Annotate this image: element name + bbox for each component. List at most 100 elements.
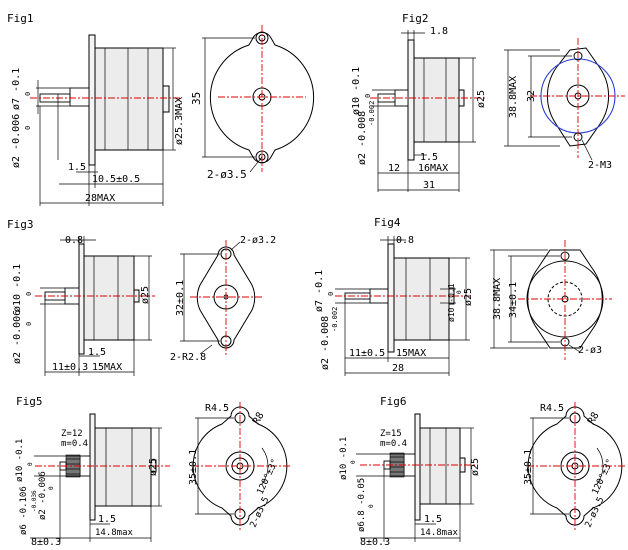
fig5-holes: 2-ø3.5 xyxy=(249,496,272,530)
fig5-r-outer: R4.5 xyxy=(205,403,229,414)
fig2-label: Fig2 xyxy=(402,12,429,25)
fig6-holes: 2-ø3.5 xyxy=(584,496,607,530)
fig5-gear-m: m=0.4 xyxy=(61,439,88,449)
fig4-total-len: 28 xyxy=(392,363,404,374)
fig4-front-view: 38.8MAX 34±0.1 2-ø3 xyxy=(490,240,612,360)
fig3-body-dia: ø25 xyxy=(140,286,151,304)
fig1-boss xyxy=(69,87,90,107)
svg-text:0: 0 xyxy=(456,290,463,294)
fig4-flange xyxy=(387,243,395,353)
fig1: Fig1 ø7 -0.1 0 ø2 -0.006 0 ø25.3MA xyxy=(7,12,315,206)
fig4-body xyxy=(393,257,450,341)
fig6-gear-dia: ø6.8 -0.05 xyxy=(357,478,367,532)
fig6-flange xyxy=(414,413,421,521)
fig6-gear-m: m=0.4 xyxy=(380,439,407,449)
svg-text:-0.036: -0.036 xyxy=(31,490,38,512)
fig6-flange-thk: 1.5 xyxy=(424,514,442,525)
fig2-side-view: 1.8 ø10 -0.1 0 ø2 -0.008 -0.002 ø25 1.5 … xyxy=(351,26,487,192)
fig5-body-dia: ø25 xyxy=(148,458,159,476)
fig3-boss-dia: ø10 -0.1 xyxy=(12,264,23,312)
fig2-front-view: 38.8MAX 32 2-M3 xyxy=(504,38,625,171)
fig4-height-max: 38.8MAX xyxy=(492,278,503,320)
svg-text:0: 0 xyxy=(24,92,32,96)
fig5-height: 35±0.1 xyxy=(188,449,199,485)
fig1-body xyxy=(94,47,164,151)
fig2-shaft-len: 12 xyxy=(388,163,400,174)
fig2-boss-dia: ø10 -0.1 xyxy=(351,67,362,115)
fig1-flange xyxy=(88,34,96,166)
fig3-radius: 2-R2.8 xyxy=(170,352,206,363)
svg-text:0: 0 xyxy=(368,504,375,508)
svg-text:-0.002: -0.002 xyxy=(331,307,339,332)
fig6-body-dia: ø25 xyxy=(470,458,481,476)
fig2-total-len: 31 xyxy=(423,180,435,191)
fig4-body-dia: ø25 xyxy=(463,288,474,306)
fig1-shaft-len: 10.5±0.5 xyxy=(92,174,140,185)
fig6-angle: 120°±3° xyxy=(591,458,616,497)
fig5-flange xyxy=(89,413,96,521)
fig5-shaft-len: 8±0.3 xyxy=(31,537,61,548)
fig3-body-len: 15MAX xyxy=(92,362,122,373)
fig6-gear-z: Z=15 xyxy=(380,429,402,439)
fig1-boss-dia: ø7 -0.1 xyxy=(11,68,22,110)
fig6-shaft-len: 8±0.3 xyxy=(360,537,390,548)
fig2-height-max: 38.8MAX xyxy=(508,76,519,118)
fig4-inner-dia: ø10 -0.1 xyxy=(447,283,456,322)
fig5-body-len: 14.8max xyxy=(95,528,134,538)
fig3-shaft-dia: ø2 -0.006 xyxy=(12,310,23,364)
fig1-front-view: 35 2-ø3.5 xyxy=(190,25,315,181)
fig5-shaft-dia: ø2 -0.006 xyxy=(38,471,48,520)
fig1-side-view: ø7 -0.1 0 ø2 -0.006 0 ø25.3MAX 1.5 10.5±… xyxy=(11,34,185,206)
fig5: Fig5 Z=12 m=0.4 ø10 -0.1 0 ø6 -0.106 -0.… xyxy=(15,395,290,548)
fig4-label: Fig4 xyxy=(374,216,401,229)
fig2-flange-outline xyxy=(546,47,610,147)
fig2-body-dia: ø25 xyxy=(476,90,487,108)
fig4-shaft-dia: ø2 -0.008 xyxy=(320,316,331,370)
fig5-front-view: 35±0.1 R4.5 R8 120°±3° 2-ø3.5 xyxy=(188,402,290,530)
fig6-flange-outline xyxy=(527,406,623,526)
fig4-body-len: 15MAX xyxy=(396,348,426,359)
fig3-label: Fig3 xyxy=(7,218,34,231)
fig3-height: 32±0.1 xyxy=(175,280,186,316)
fig3-side-view: 0.8 ø10 -0.1 0 ø2 -0.006 0 ø25 1.5 11±0.… xyxy=(12,235,155,376)
svg-text:0: 0 xyxy=(364,94,372,98)
fig6: Fig6 Z=15 m=0.4 ø10 -0.1 0 ø6.8 -0.05 0 xyxy=(339,395,625,548)
svg-text:-0.002: -0.002 xyxy=(368,101,376,126)
fig3-shaft-len: 11±0.3 xyxy=(52,362,88,373)
fig4-shaft-len: 11±0.5 xyxy=(349,348,385,359)
fig3-flange xyxy=(78,243,85,355)
fig3-flange-thk: 1.5 xyxy=(88,347,106,358)
fig2-flange-thk: 1.5 xyxy=(420,152,438,163)
fig6-r-outer: R4.5 xyxy=(540,403,564,414)
fig3-body xyxy=(83,255,135,341)
fig5-body xyxy=(94,427,152,507)
fig1-shaft-dia: ø2 -0.006 xyxy=(11,114,22,168)
fig4-top: 0.8 xyxy=(396,235,414,246)
fig1-flange-thk: 1.5 xyxy=(68,162,86,173)
fig6-r-hole: R8 xyxy=(586,411,602,427)
svg-text:0: 0 xyxy=(24,126,32,130)
fig6-side-view: Z=15 m=0.4 ø10 -0.1 0 ø6.8 -0.05 0 ø25 1… xyxy=(339,413,481,548)
fig5-angle: 120°±3° xyxy=(256,458,281,497)
fig1-flange-outline xyxy=(209,31,315,164)
fig5-flange-outline xyxy=(192,406,288,526)
fig4-height: 34±0.1 xyxy=(508,282,519,318)
fig5-gear-z: Z=12 xyxy=(61,429,83,439)
fig5-gear-dia: ø6 -0.106 xyxy=(19,486,29,535)
fig1-total-len: 28MAX xyxy=(85,193,115,204)
fig5-side-view: Z=12 m=0.4 ø10 -0.1 0 ø6 -0.106 -0.036 ø… xyxy=(15,413,170,548)
svg-text:0: 0 xyxy=(25,292,33,296)
fig2-top: 1.8 xyxy=(430,26,448,37)
fig2: Fig2 1.8 ø10 -0.1 0 ø2 -0.008 -0.002 ø25 xyxy=(351,12,625,192)
fig6-body-len: 14.8max xyxy=(420,528,459,538)
fig1-label: Fig1 xyxy=(7,12,34,25)
fig6-boss-dia: ø10 -0.1 xyxy=(339,437,349,480)
fig4-side-view: 0.8 ø7 -0.1 0 ø2 -0.008 -0.002 ø25 ø10 -… xyxy=(314,235,474,376)
fig5-boss-dia: ø10 -0.1 xyxy=(15,439,25,482)
fig6-body xyxy=(419,427,461,505)
fig2-shaft-dia: ø2 -0.008 xyxy=(357,111,368,165)
fig5-flange-thk: 1.5 xyxy=(98,514,116,525)
fig6-front-view: 35±0.1 R4.5 R8 120°±3° 2-ø3.5 xyxy=(523,402,625,530)
fig6-height: 35±0.1 xyxy=(523,449,534,485)
